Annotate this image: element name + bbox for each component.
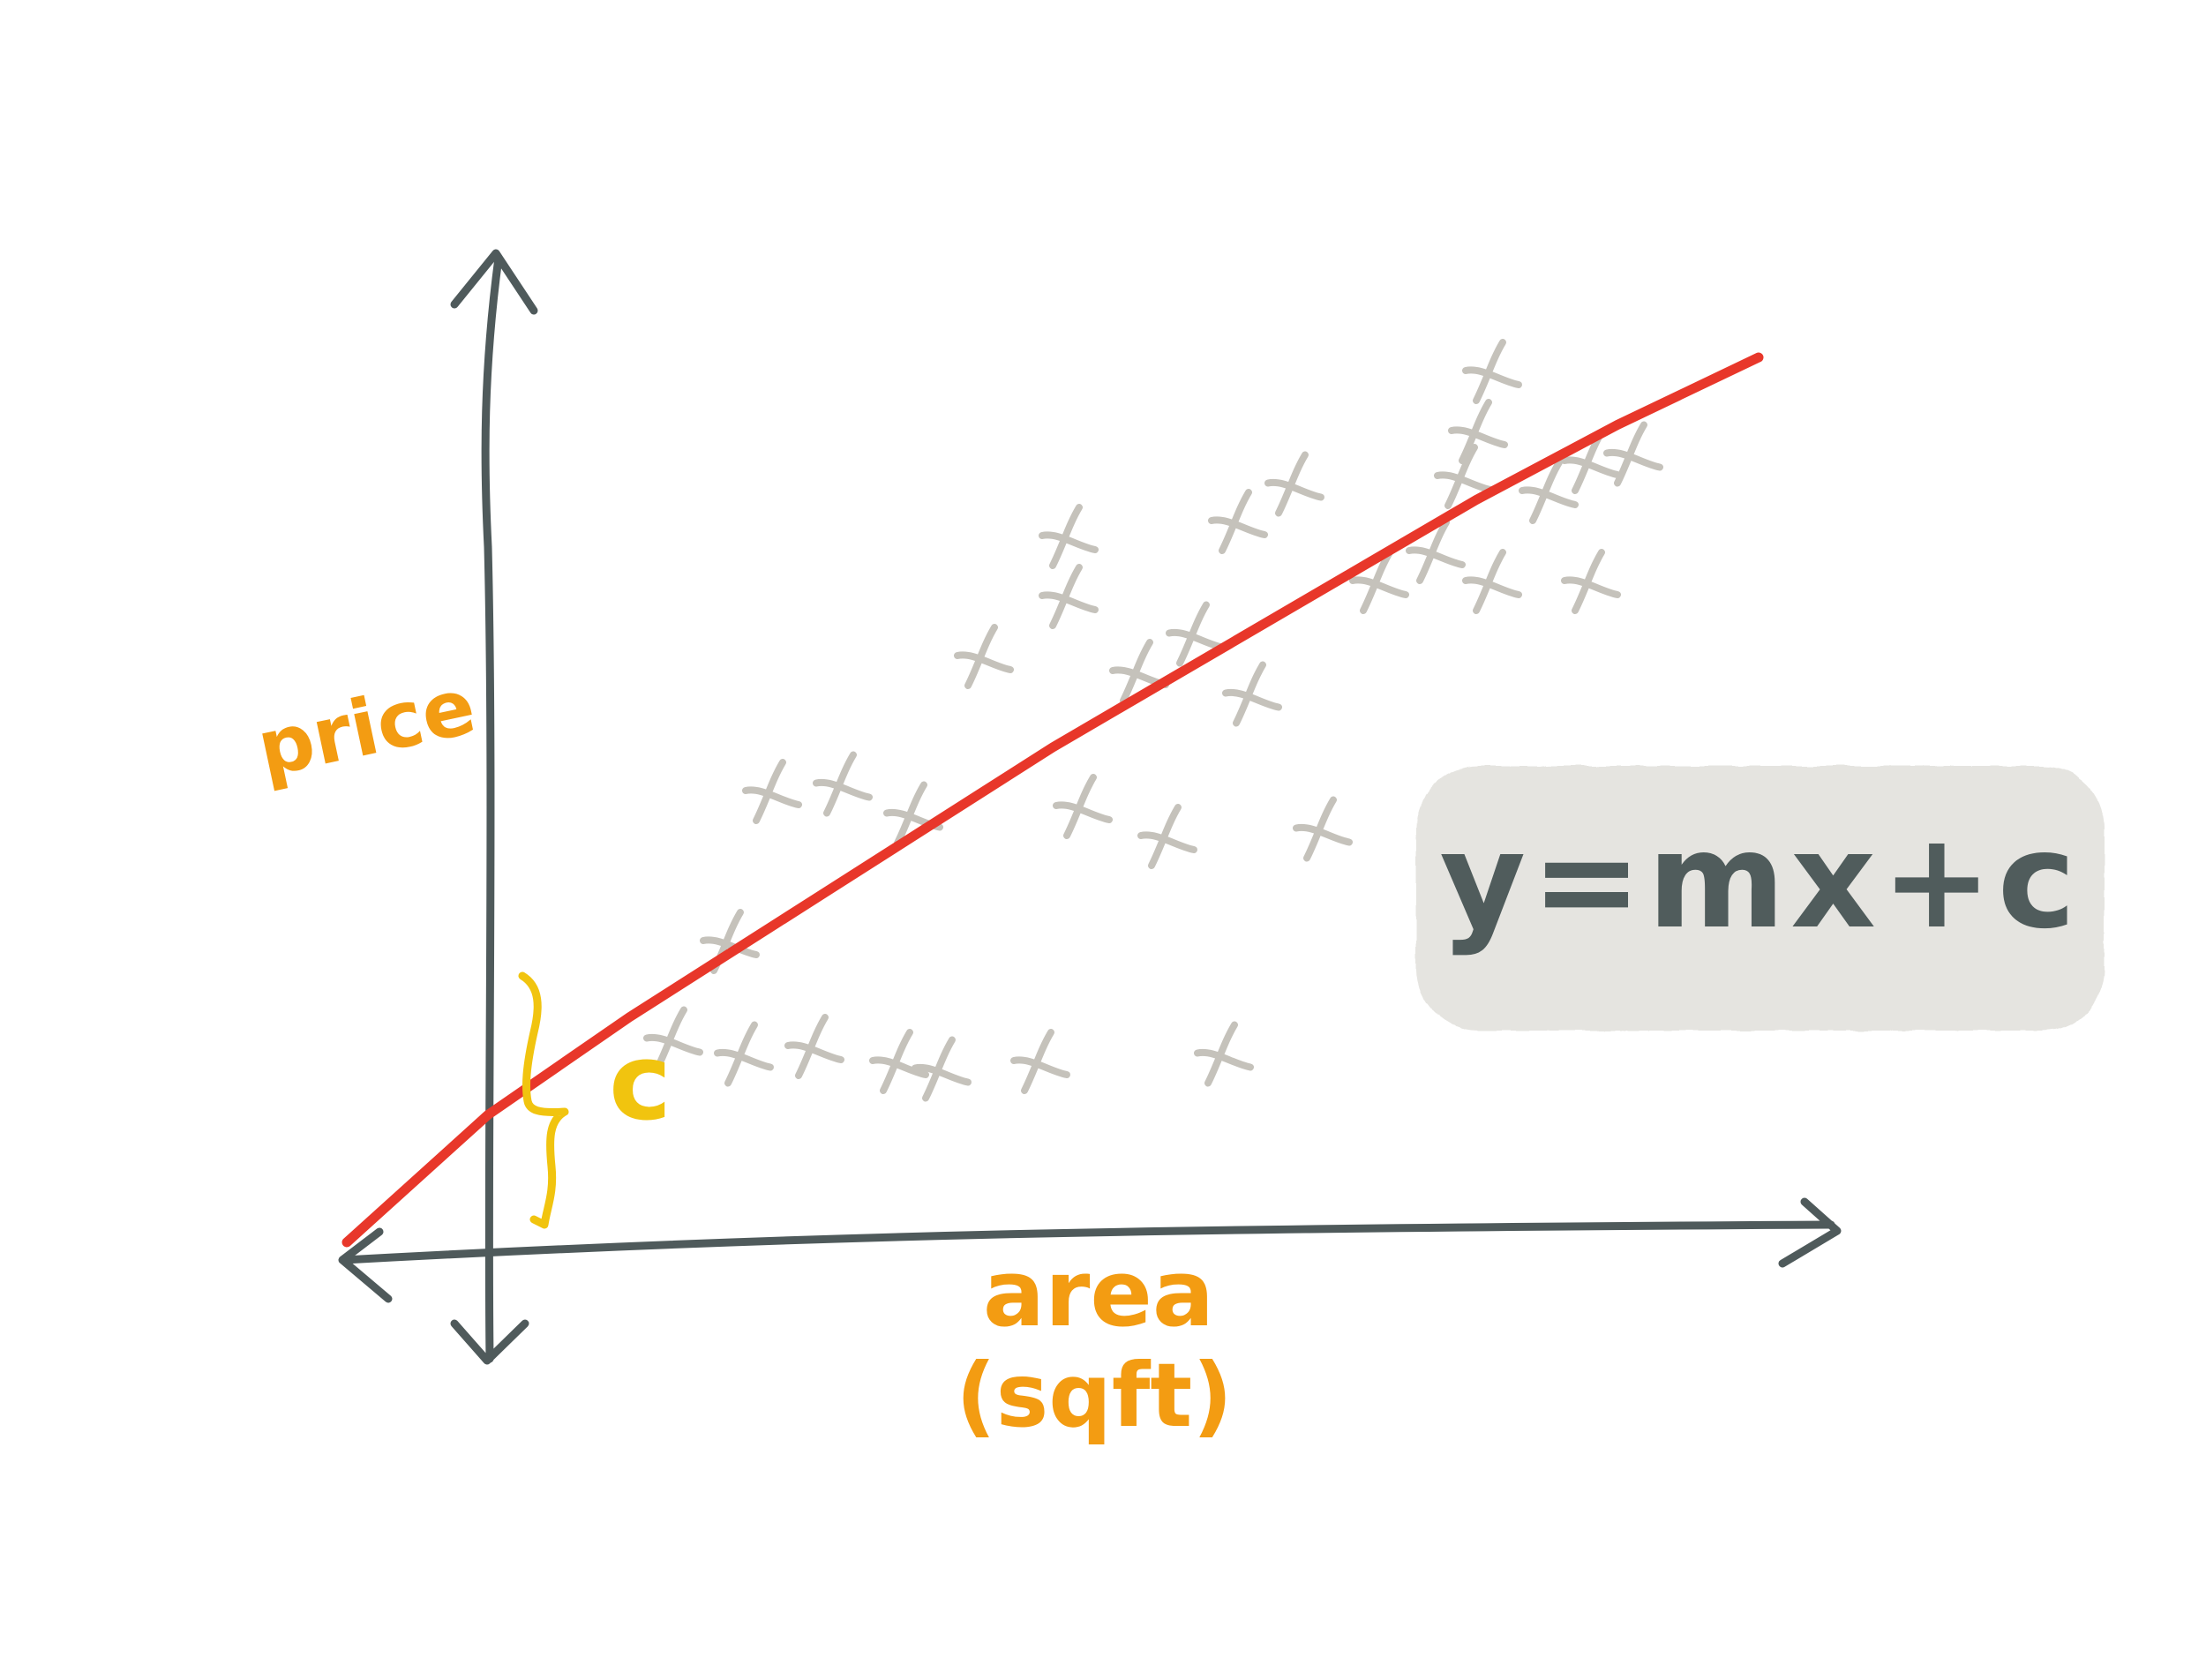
data-point [1010,1029,1070,1094]
data-point-cross-icon [813,751,873,817]
intercept-brace-icon [518,971,569,1229]
data-point-cross-icon [1053,774,1113,839]
data-point [1039,504,1099,569]
data-point-cross-icon [1194,1021,1254,1087]
data-point [1208,489,1268,554]
data-point-cross-icon [954,624,1014,689]
intercept-label: c [609,1022,672,1144]
data-point [1137,804,1197,869]
data-point-cross-icon [1448,399,1508,464]
data-point [954,624,1014,689]
data-point [784,1014,844,1079]
data-point-cross-icon [1603,421,1663,487]
data-point [1053,774,1113,839]
data-point-cross-icon [784,1014,844,1079]
data-point-cross-icon [1039,564,1099,629]
data-point [1434,444,1494,509]
data-point-cross-icon [643,1006,703,1072]
data-point-cross-icon [1137,804,1197,869]
data-point-cross-icon [912,1036,972,1102]
data-point [1264,451,1324,517]
x-axis-label-unit: (sqft) [956,1344,1233,1447]
data-point-cross-icon [1519,459,1579,524]
data-point [1561,549,1621,614]
data-point-cross-icon [1462,339,1522,404]
data-point [869,1029,929,1094]
data-point [1448,399,1508,464]
data-point-cross-icon [1406,519,1466,584]
y-axis-down-arrow-icon [450,1319,529,1365]
data-point [1519,459,1579,524]
x-axis-left-arrow-icon [338,1227,393,1303]
data-point [912,1036,972,1102]
data-point-cross-icon [1208,489,1268,554]
data-point-cross-icon [1264,451,1324,517]
data-point [1462,339,1522,404]
data-point-cross-icon [869,1029,929,1094]
equation-box: y=mx+c [1416,766,2105,1031]
data-point [1194,1021,1254,1087]
data-point [643,1006,703,1072]
intercept-brace: c [518,971,672,1229]
equation-box-background [1416,766,2105,1031]
data-point-cross-icon [1222,661,1282,727]
axes [338,249,1842,1365]
best-fit-line [341,352,1764,1248]
data-point-cross-icon [714,1021,774,1087]
x-axis-label-area: area [983,1240,1214,1347]
data-point [1293,796,1353,862]
data-point [1039,564,1099,629]
data-point-cross-icon [1010,1029,1070,1094]
y-axis-line [481,253,503,1363]
data-point-cross-icon [1039,504,1099,569]
data-point [813,751,873,817]
data-point [1462,549,1522,614]
y-axis-up-arrow-icon [450,249,538,315]
data-point-cross-icon [1434,444,1494,509]
data-point [1222,661,1282,727]
data-point [1603,421,1663,487]
data-point-cross-icon [742,759,802,824]
x-axis-line [340,1220,1835,1264]
data-point [1406,519,1466,584]
x-axis-right-arrow-icon [1778,1197,1842,1268]
equation-text: y=mx+c [1439,805,2081,958]
data-point-cross-icon [1561,549,1621,614]
data-point [742,759,802,824]
data-point [714,1021,774,1087]
data-point-cross-icon [1462,549,1522,614]
data-point-cross-icon [1293,796,1353,862]
y-axis-label: price [250,660,483,794]
